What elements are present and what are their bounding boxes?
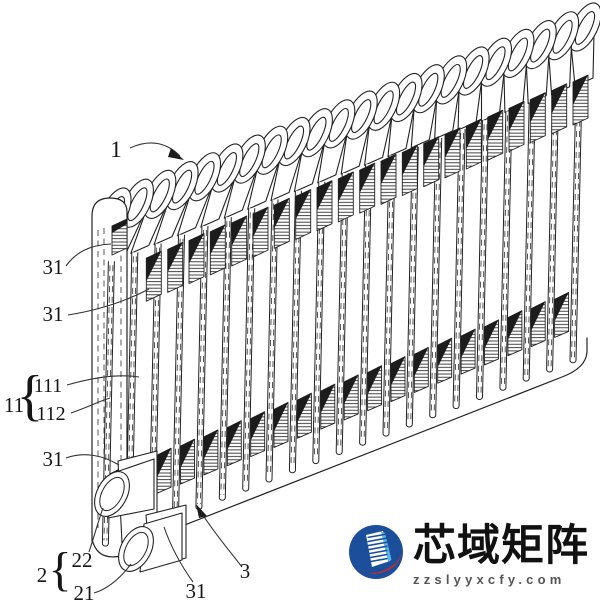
reference-callouts: 1 31 31 11 { 111 112 31 2 { 22 21 31 3	[4, 137, 251, 605]
callout-111: 111	[34, 375, 63, 397]
callout-22: 22	[72, 548, 93, 572]
header-pipes	[94, 450, 187, 573]
upper-fin-row	[111, 74, 589, 302]
logo-emblem-icon	[349, 525, 403, 579]
leader-line-21	[93, 563, 132, 594]
logo-brand-text: 芯域矩阵	[413, 522, 589, 570]
watermark-logo: 芯域矩阵 zzslyyxcfy.com	[347, 522, 589, 587]
brace-2: {	[48, 543, 71, 596]
leader-line-31c	[65, 454, 120, 466]
leader-line-31d	[163, 526, 194, 583]
arrowhead-1	[168, 148, 184, 160]
brace-11: {	[17, 365, 44, 427]
callout-31a: 31	[43, 255, 64, 279]
logo-building-stripes	[367, 533, 388, 563]
leader-line-31b	[67, 288, 150, 316]
callout-11: 11	[4, 393, 24, 417]
callout-31c: 31	[43, 447, 64, 471]
leader-line-1	[129, 142, 181, 157]
callout-2: 2	[37, 563, 48, 587]
leader-line-111	[66, 375, 140, 386]
base-plate	[91, 337, 588, 558]
callout-21: 21	[74, 581, 95, 603]
callout-1: 1	[110, 137, 122, 162]
logo-domain-text: zzslyyxcfy.com	[413, 572, 566, 588]
leader-line-112	[70, 397, 111, 414]
leader-line-31a	[65, 243, 112, 267]
lower-pipe-rim	[118, 526, 154, 572]
lower-fin-row	[109, 291, 570, 513]
leader-line-3	[200, 511, 243, 568]
callout-112: 112	[36, 403, 65, 425]
callout-31d: 31	[186, 579, 207, 603]
logo-swoosh-icon	[350, 550, 402, 574]
arrowhead-3	[196, 504, 207, 518]
leader-line-22	[88, 507, 104, 553]
heat-exchanger-drawing	[91, 2, 600, 573]
callout-3: 3	[240, 559, 251, 583]
callout-31b: 31	[43, 302, 64, 326]
